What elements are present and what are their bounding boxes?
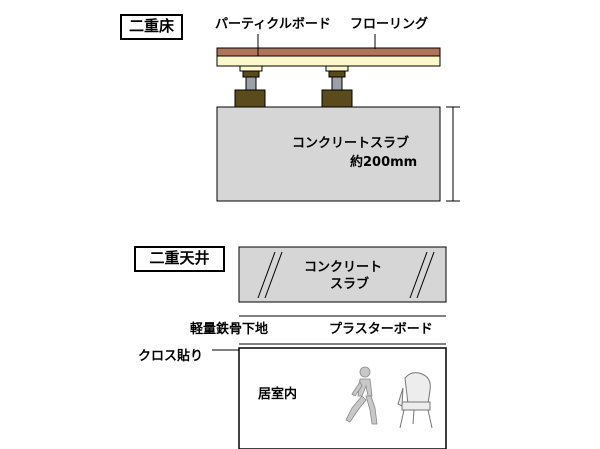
particle-board-label: パーティクルボード <box>215 17 331 32</box>
double-floor-title: 二重床 <box>120 14 183 40</box>
cloth-label: クロス貼り <box>138 349 204 364</box>
flooring-label: フローリング <box>350 17 429 32</box>
chair-icon <box>397 372 433 429</box>
floor-slab-label-line1: コンクリートスラブ <box>292 136 410 151</box>
ceiling-slab-label-line1: コンクリート <box>304 260 383 275</box>
room-interior <box>238 347 447 449</box>
double-ceiling-title: 二重天井 <box>134 246 225 272</box>
particle-board-layer <box>216 55 441 67</box>
room-label: 居室内 <box>258 387 298 402</box>
floor-concrete-slab <box>216 106 441 202</box>
floor-slab-thickness-label: 約200mm <box>350 155 418 170</box>
person-walking-icon <box>345 366 378 425</box>
support-bolt-right <box>321 65 353 108</box>
plasterboard-label: プラスターボード <box>329 322 433 337</box>
flooring-layer <box>216 47 441 57</box>
ceiling-slab-label-line2: スラブ <box>330 277 370 292</box>
steel-frame-label: 軽量鉄骨下地 <box>190 322 269 337</box>
support-bolt-left <box>234 65 266 108</box>
